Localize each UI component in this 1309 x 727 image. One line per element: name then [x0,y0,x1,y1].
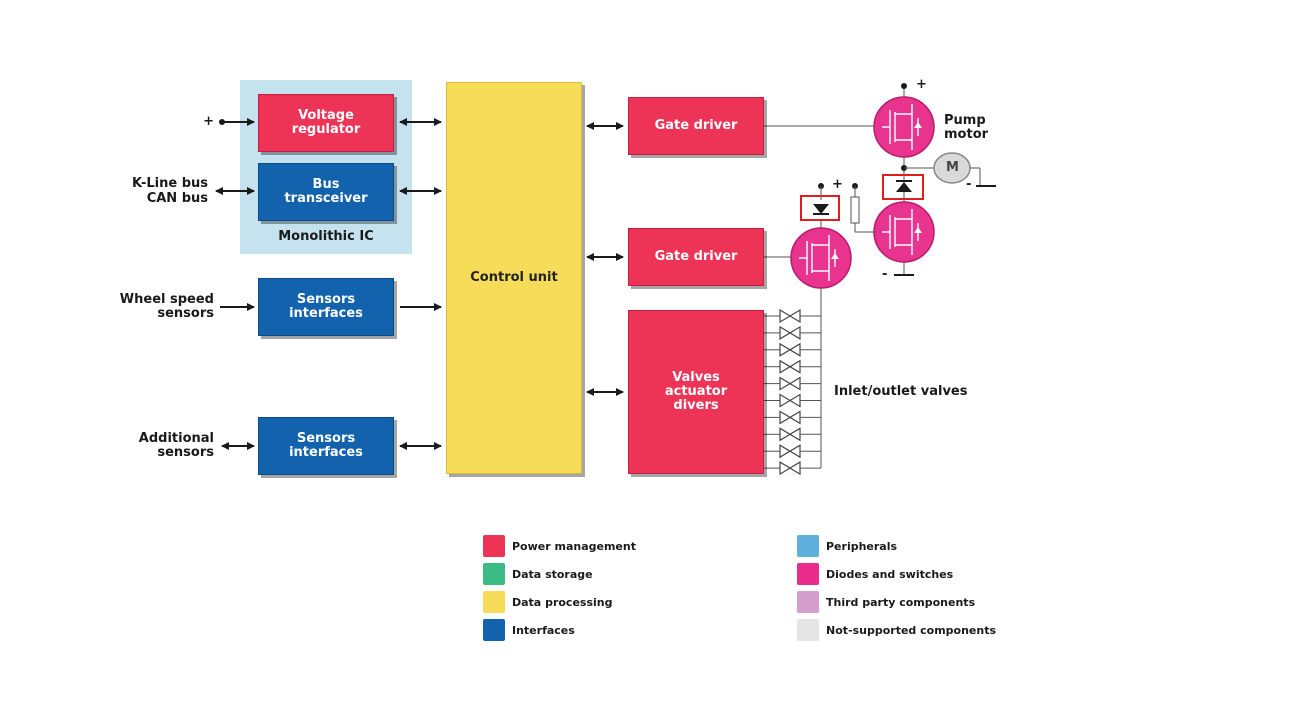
legend-label: Third party components [826,595,976,609]
legend-swatch [797,535,819,557]
additional-sensors-label-2: sensors [157,445,214,460]
voltage-regulator-line1: Voltage [298,108,354,123]
valve-symbol [764,461,821,476]
plus-top-label: + [916,77,927,92]
diode-highlight-upper [882,174,924,200]
legend-label: Power management [512,539,636,553]
bus-transceiver-line1: Bus [312,177,340,192]
valves-actuator-block: Valves actuator divers [628,310,764,474]
can-bus-label: CAN bus [146,191,208,206]
minus-motor-label: - [966,177,972,192]
sensors-if-1-line1: Sensors [296,292,356,307]
legend-swatch [483,563,505,585]
legend-swatch [797,591,819,613]
diode-highlight-middle [800,195,840,221]
additional-sensors-label-1: Additional [138,431,214,446]
legend-label: Diodes and switches [826,567,954,581]
legend-label: Not-supported components [826,623,997,637]
valve-symbol [764,376,821,391]
sensors-interfaces-block-1: Sensors interfaces [258,278,394,336]
valve-symbol [764,342,821,357]
legend-item: Peripherals [797,535,897,557]
bus-transceiver-block: Bus transceiver [258,163,394,221]
voltage-regulator-block: Voltage regulator [258,94,394,152]
valve-symbol [764,308,821,324]
valves-line2: actuator [664,384,728,399]
sensors-if-2-line1: Sensors [296,431,356,446]
kline-bus-label: K-Line bus [132,176,208,191]
valve-symbol [764,410,821,425]
voltage-regulator-line2: regulator [291,122,361,137]
legend-item: Power management [483,535,636,557]
legend-item: Data processing [483,591,612,613]
legend-swatch [483,591,505,613]
legend-label: Data processing [512,595,613,609]
valve-symbol [764,325,821,340]
valve-symbol [764,359,821,374]
legend-swatch [797,619,819,641]
bus-transceiver-line2: transceiver [284,191,368,206]
gate-driver-block-2: Gate driver [628,228,764,286]
pump-label-2: motor [944,127,989,142]
control-unit-block: Control unit [446,82,582,474]
sensors-if-1-line2: interfaces [289,306,363,321]
sensors-if-2-line2: interfaces [289,445,363,460]
motor-m-label: M [946,160,959,175]
valves-line1: Valves [672,370,720,385]
legend-item: Diodes and switches [797,563,953,585]
plus-mid-label: + [832,177,843,192]
valves-line3: divers [673,398,719,413]
valve-symbol [764,444,821,459]
legend-label: Interfaces [512,623,575,637]
legend-item: Third party components [797,591,975,613]
valve-symbol [764,393,821,408]
pump-label-1: Pump [944,113,986,128]
legend-label: Peripherals [826,539,898,553]
legend-swatch [483,535,505,557]
legend-item: Interfaces [483,619,575,641]
legend-swatch [483,619,505,641]
legend-swatch [797,563,819,585]
top-supply-dot [901,83,907,89]
inlet-outlet-label: Inlet/outlet valves [834,384,968,399]
wheel-speed-label-2: sensors [157,306,214,321]
plus-terminal-label: + [203,114,214,129]
legend-label: Data storage [512,567,593,581]
wheel-speed-label-1: Wheel speed [119,292,214,307]
legend-item: Data storage [483,563,593,585]
sensors-interfaces-block-2: Sensors interfaces [258,417,394,475]
valve-symbol [764,427,821,442]
monolithic-ic-label: Monolithic IC [278,229,374,244]
gate-driver-block-1: Gate driver [628,97,764,155]
legend-item: Not-supported components [797,619,996,641]
minus-bottom-label: - [882,267,888,282]
